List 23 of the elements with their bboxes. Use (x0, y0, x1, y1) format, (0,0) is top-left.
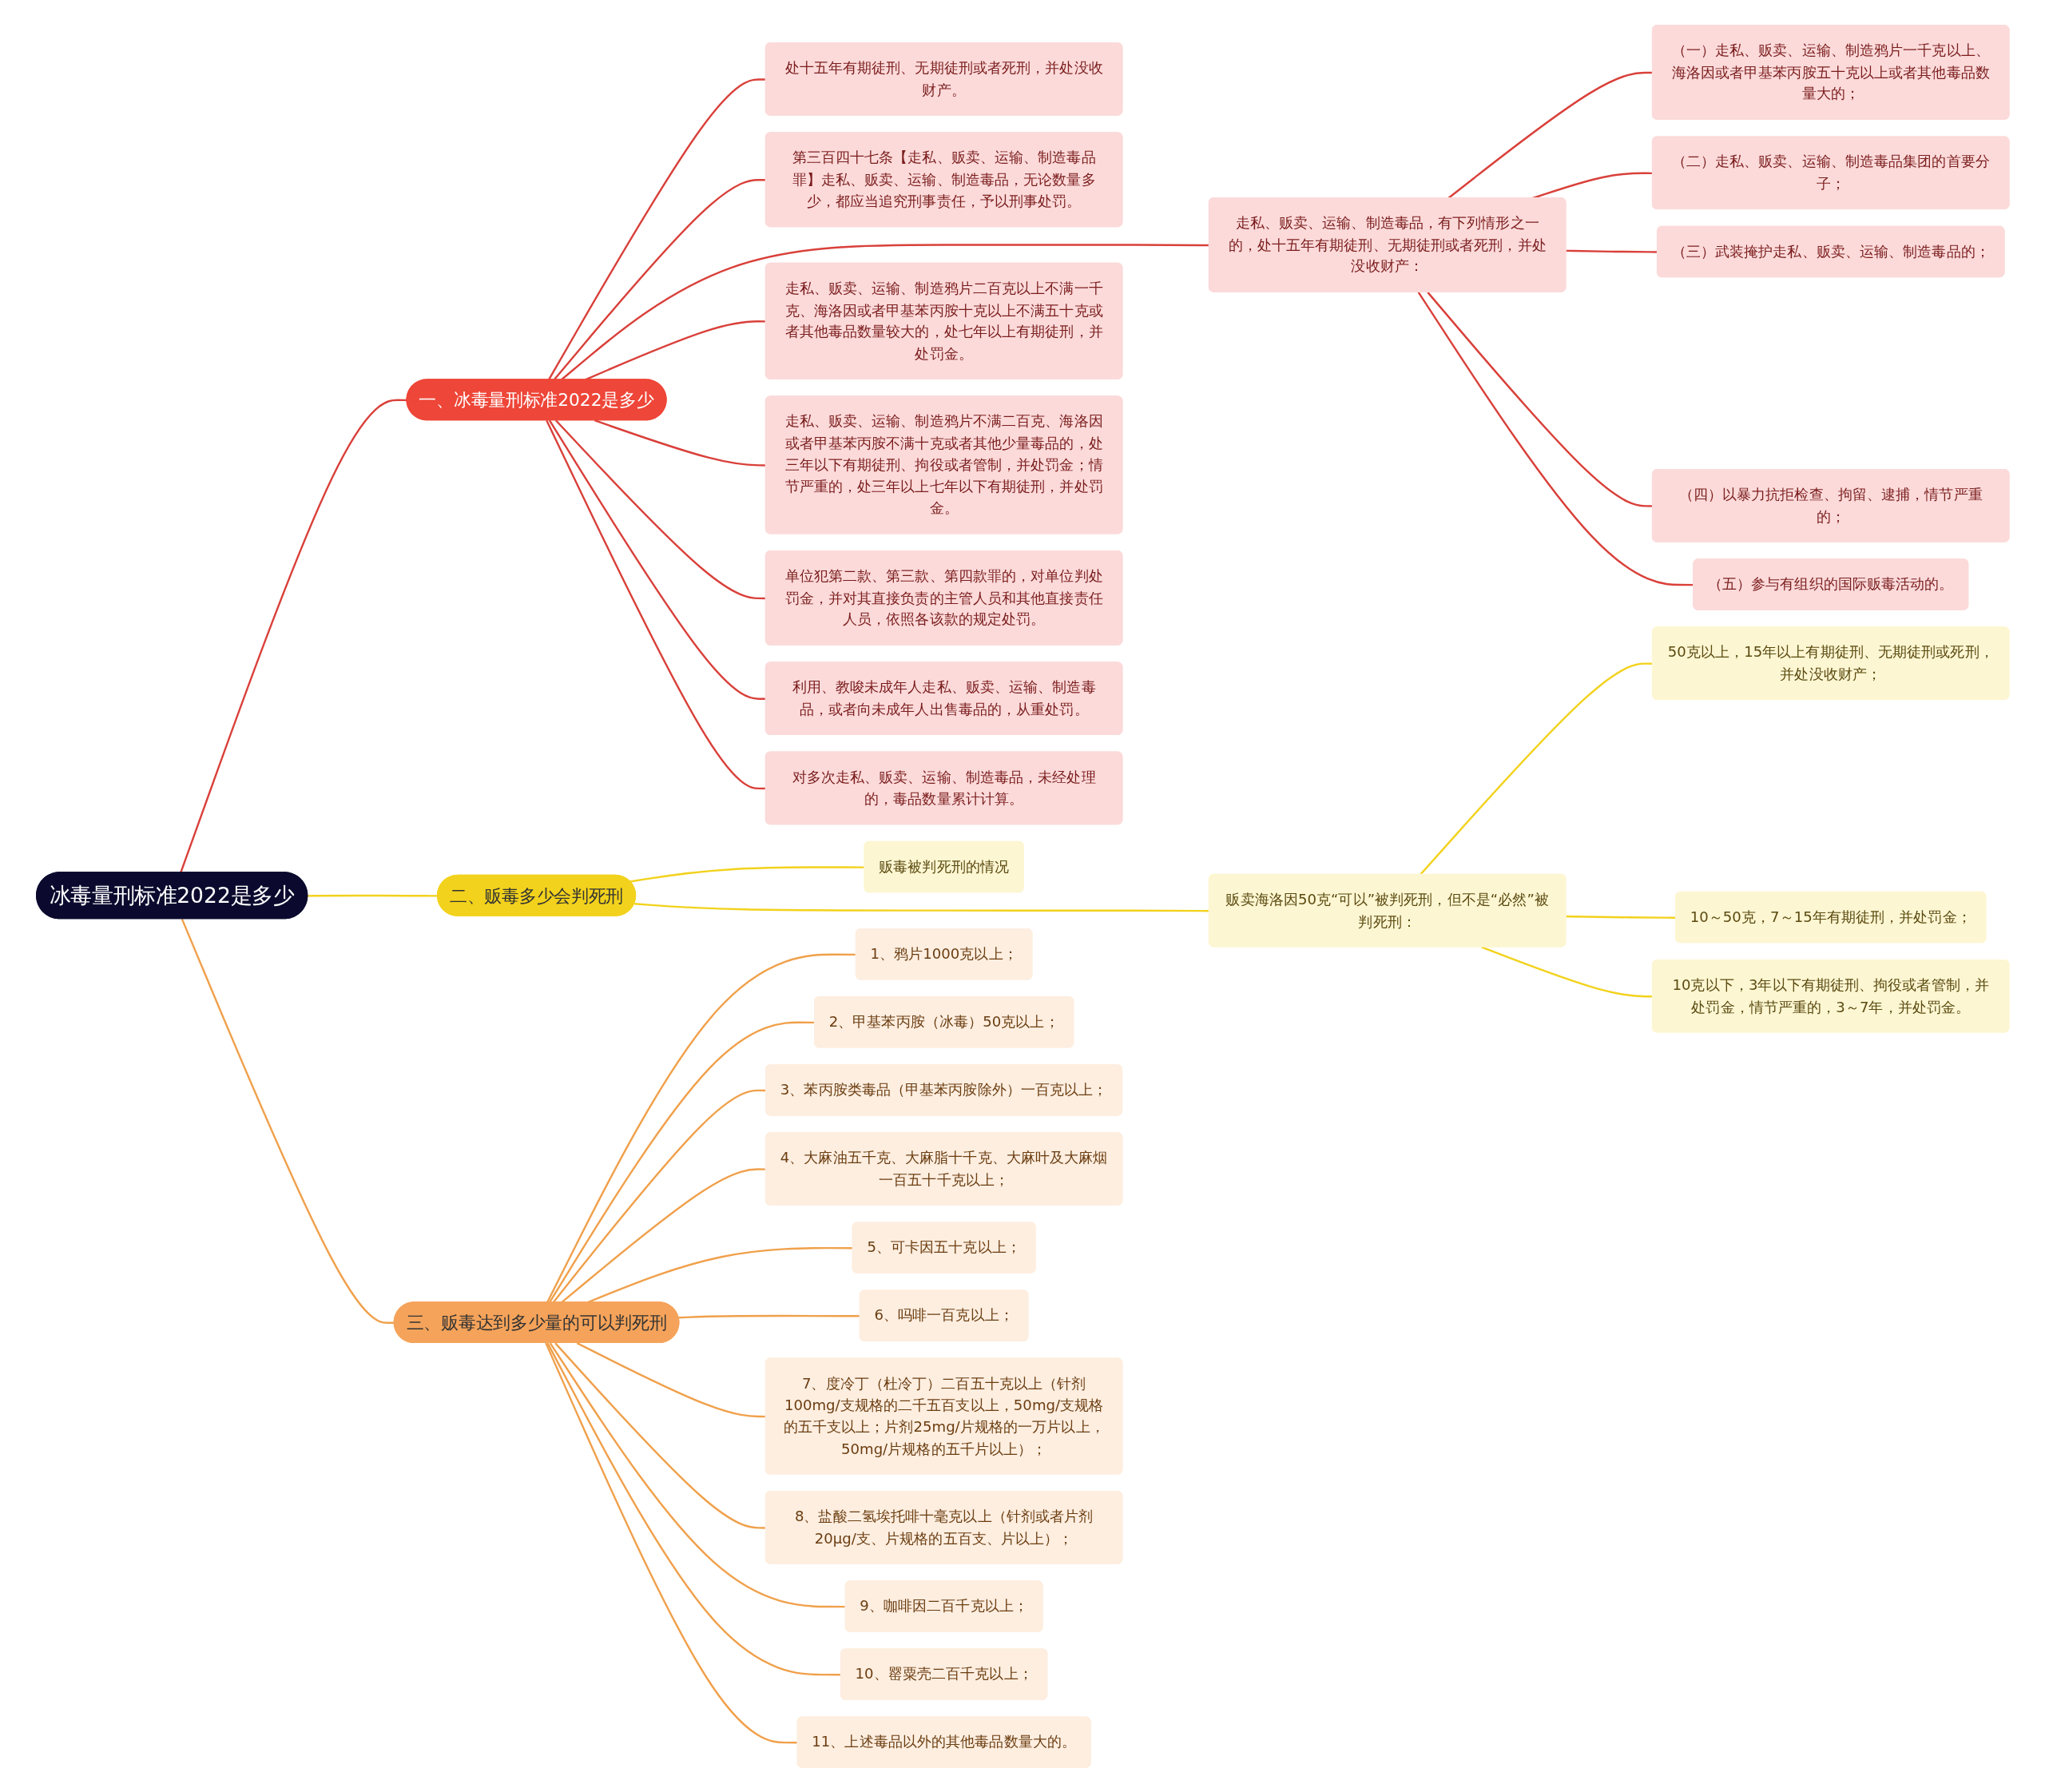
connector (547, 77, 766, 380)
connector (576, 1341, 766, 1417)
connector (545, 419, 766, 789)
connector (548, 1021, 815, 1303)
connector (552, 1089, 766, 1303)
connector (1480, 945, 1653, 998)
connector (1447, 71, 1653, 199)
connector (1566, 249, 1658, 253)
connector (678, 1314, 860, 1319)
connector (553, 178, 766, 380)
connector (560, 243, 1209, 380)
connector (560, 1167, 766, 1303)
connector (546, 953, 856, 1303)
connector (1427, 291, 1653, 507)
connector (1566, 915, 1676, 919)
connector (554, 1341, 766, 1529)
connector (548, 419, 766, 700)
connector (179, 399, 407, 873)
connector (307, 894, 438, 897)
connector (633, 902, 1209, 912)
connector (546, 1342, 841, 1675)
connector (594, 419, 766, 467)
connector (554, 419, 766, 599)
